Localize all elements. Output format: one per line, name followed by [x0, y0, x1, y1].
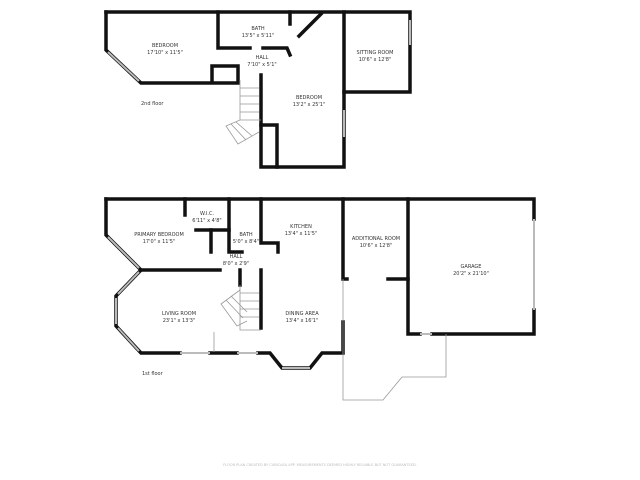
room-size: 13'4" x 16'1": [285, 318, 319, 324]
room-name: SITTING ROOM: [356, 50, 394, 56]
room-name: LIVING ROOM: [161, 311, 197, 317]
room-name: HALL: [229, 254, 243, 260]
room-size: 13'4" x 11'5": [284, 231, 318, 237]
room-size: 13'2" x 25'1": [292, 102, 326, 108]
room-size: 23'1" x 13'3": [162, 318, 196, 324]
room-size: 6'11" x 4'8": [192, 218, 222, 224]
room-size: 17'0" x 11'5": [142, 239, 176, 245]
room-name: BEDROOM: [151, 43, 179, 49]
room-size: 13'5" x 5'11": [241, 33, 275, 39]
room-name: BEDROOM: [295, 95, 323, 101]
room-size: 7'10" x 5'1": [247, 62, 277, 68]
room-name: PRIMARY BEDROOM: [134, 232, 184, 238]
room-size: 10'6" x 12'8": [358, 57, 392, 63]
floor-label: 2nd floor: [141, 101, 164, 107]
room-size: 10'6" x 12'8": [359, 243, 393, 249]
room-name: BATH: [239, 232, 253, 238]
room-name: GARAGE: [460, 264, 482, 270]
room-name: BATH: [251, 26, 265, 32]
footer-disclaimer: FLOOR PLAN CREATED BY CUBICASA APP. MEAS…: [223, 463, 417, 467]
room-size: 5'0" x 8'4": [232, 239, 260, 245]
room-size: 17'10" x 11'5": [147, 50, 183, 56]
room-name: KITCHEN: [290, 224, 312, 230]
room-name: HALL: [255, 55, 269, 61]
room-name: ADDITIONAL ROOM: [351, 236, 401, 242]
second-floor-walls: [104, 10, 412, 169]
room-name: W.I.C.: [199, 211, 215, 217]
room-name: DINING AREA: [285, 311, 319, 317]
room-size: 20'2" x 21'10": [453, 271, 489, 277]
floor-label: 1st floor: [142, 371, 163, 377]
first-floor-walls: [104, 197, 536, 401]
room-size: 8'0" x 2'9": [222, 261, 250, 267]
room-label: W.I.C.6'11" x 4'8": [192, 211, 221, 225]
